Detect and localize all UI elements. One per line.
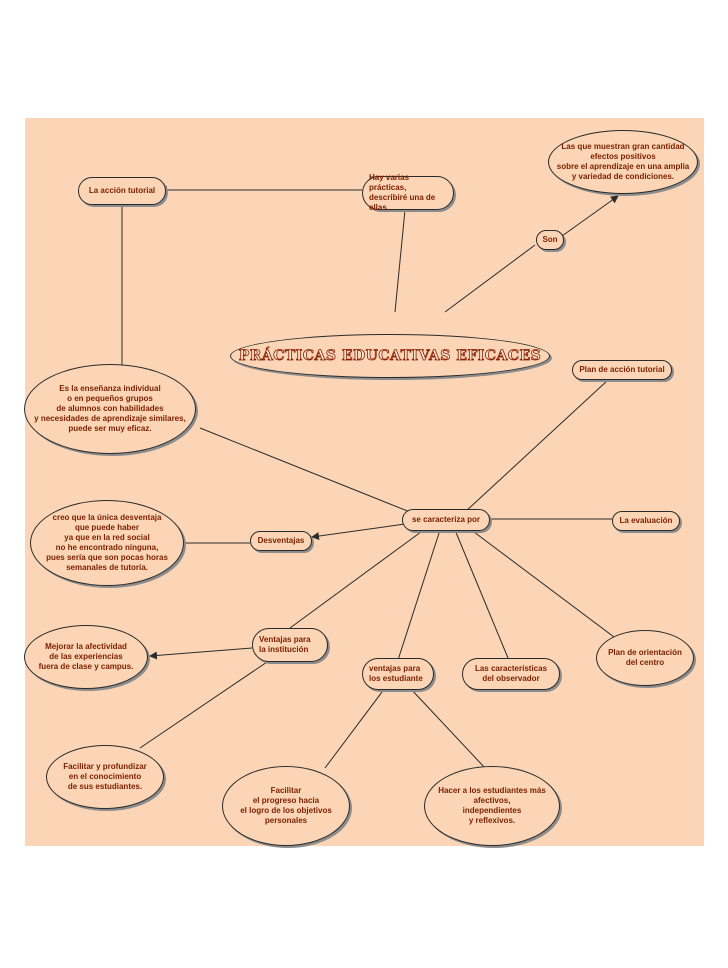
diagram-background <box>25 118 704 846</box>
node-hacer-estudiantes: Hacer a los estudiantes más afectivos, i… <box>424 766 560 846</box>
node-desventajas: Desventajas <box>250 531 312 551</box>
node-plan-accion: Plan de acción tutorial <box>572 360 672 380</box>
node-desventaja-texto: creo que la única desventaja que puede h… <box>30 500 184 586</box>
link-ventajas-estudiante-progreso <box>324 687 386 769</box>
node-accion-tutorial: La acción tutorial <box>78 177 166 205</box>
link-se-caracteriza-desventajas <box>311 523 406 540</box>
node-evaluacion: La evaluación <box>612 511 680 531</box>
node-facilitar-progreso: Facilitar el progreso hacia el logro de … <box>222 766 350 846</box>
link-title-son <box>444 244 536 313</box>
link-ventajas-institucion-facilitar <box>139 659 271 749</box>
diagram-title: Prácticas educativas eficaces <box>230 334 550 378</box>
node-las-que: Las que muestran gran cantidad efectos p… <box>548 130 698 194</box>
node-hay-varias: Hay varias prácticas, describiré una de … <box>362 173 454 212</box>
link-title-hay-varias <box>394 209 406 313</box>
link-ventajas-estudiante-hacer <box>409 687 486 769</box>
node-se-caracteriza: se caracteriza por <box>402 509 490 531</box>
node-plan-orientacion: Plan de orientación del centro <box>596 630 694 686</box>
node-ensenanza: Es la enseñanza individual o en pequeños… <box>24 364 196 454</box>
node-caracteristicas: Las características del observador <box>462 658 560 690</box>
link-se-caracteriza-caracteristicas <box>454 529 509 659</box>
link-ventajas-institucion-mejorar <box>149 647 253 660</box>
link-son-las-que <box>561 195 619 237</box>
node-mejorar: Mejorar la afectividad de las experienci… <box>24 625 148 689</box>
node-ventajas-estudiante: ventajas para los estudiante <box>362 658 434 690</box>
node-ventajas-institucion: Ventajas para la institución <box>252 628 328 662</box>
link-se-caracteriza-plan-accion <box>464 379 609 513</box>
link-ensenanza-se-caracteriza <box>199 427 411 513</box>
link-se-caracteriza-plan-orientacion <box>469 528 619 641</box>
link-se-caracteriza-ventajas-estudiante <box>397 529 441 661</box>
node-facilitar-profundizar: Facilitar y profundizar en el conocimien… <box>46 745 164 809</box>
node-son: Son <box>536 230 564 250</box>
link-se-caracteriza-ventajas-institucion <box>289 528 426 629</box>
